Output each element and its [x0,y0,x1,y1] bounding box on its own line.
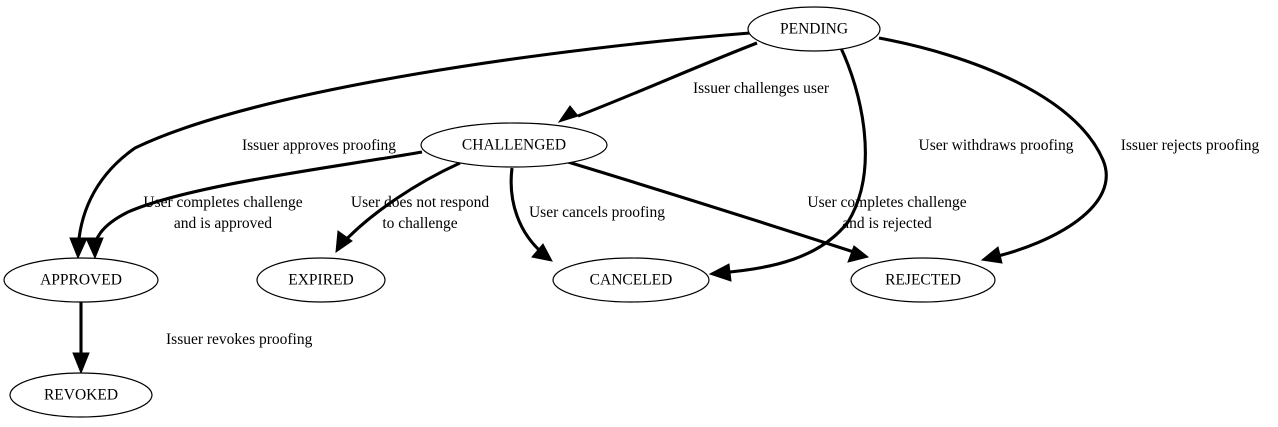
arrowhead-revoked-in [72,352,90,375]
arrowhead-approved-in-1 [69,237,88,260]
node-rejected[interactable]: REJECTED [850,257,996,303]
node-approved[interactable]: APPROVED [3,257,159,303]
arrowhead-rejected-in-1 [847,245,870,263]
node-label-approved: APPROVED [40,272,122,289]
node-expired[interactable]: EXPIRED [256,257,386,303]
edge-challenged-expired [335,161,461,254]
edge-path-challenged-canceled [509,167,547,258]
arrowhead-canceled-in-2 [708,263,732,282]
edge-label-challenged-rejected-line1: User completes challenge [807,194,966,211]
node-label-canceled: CANCELED [590,272,673,289]
edge-label-challenged-canceled: User cancels proofing [529,204,665,221]
node-shape-rejected [850,257,996,303]
edge-pending-challenged [557,41,758,123]
edge-label-pending-canceled: User withdraws proofing [919,137,1074,154]
arrowhead-expired-in [335,230,353,254]
edge-pending-rejected [878,36,1108,264]
edge-label-challenged-expired-line1: User does not respond [351,194,489,211]
edge-path-pending-approved [76,31,751,253]
node-shape-pending [747,6,881,52]
node-shape-approved [3,257,159,303]
edge-label-challenged-approved-line2: and is approved [174,215,272,232]
edge-path-challenged-approved [92,150,423,253]
node-shape-expired [256,257,386,303]
node-revoked[interactable]: REVOKED [9,372,153,418]
node-label-revoked: REVOKED [44,387,118,404]
edge-challenged-canceled [509,167,553,262]
edge-challenged-rejected [567,160,870,263]
edge-label-pending-challenged: Issuer challenges user [693,80,830,97]
arrowhead-approved-in-2 [85,237,104,260]
edge-label-challenged-approved-line1: User completes challenge [143,194,302,211]
node-shape-challenged [420,122,608,168]
arrowhead-challenged-in [557,105,579,123]
edge-label-pending-rejected: Issuer rejects proofing [1121,137,1260,154]
edge-path-challenged-rejected [567,160,861,256]
node-shape-revoked [9,372,153,418]
node-challenged[interactable]: CHALLENGED [420,122,608,168]
edge-pending-canceled [708,45,867,282]
node-label-challenged: CHALLENGED [462,137,566,154]
node-label-expired: EXPIRED [288,272,353,289]
node-label-rejected: REJECTED [885,272,961,289]
edge-challenged-approved [85,150,423,260]
node-pending[interactable]: PENDING [747,6,881,52]
node-shape-canceled [552,257,710,303]
edge-label-pending-approved: Issuer approves proofing [242,137,396,154]
edge-path-pending-rejected [878,36,1108,260]
edge-approved-revoked [72,302,90,375]
arrowhead-rejected-in-2 [980,246,1003,264]
arrowhead-canceled-in-1 [531,243,553,262]
edge-label-approved-revoked: Issuer revokes proofing [166,331,313,348]
edge-label-challenged-expired-line2: to challenge [382,215,457,232]
edge-pending-approved [69,31,751,260]
edge-path-pending-canceled [717,45,867,275]
node-canceled[interactable]: CANCELED [552,257,710,303]
edge-path-pending-challenged [577,41,758,118]
edge-label-challenged-rejected-line2: and is rejected [842,215,932,232]
edge-path-challenged-expired [338,161,461,248]
node-label-pending: PENDING [780,21,848,38]
